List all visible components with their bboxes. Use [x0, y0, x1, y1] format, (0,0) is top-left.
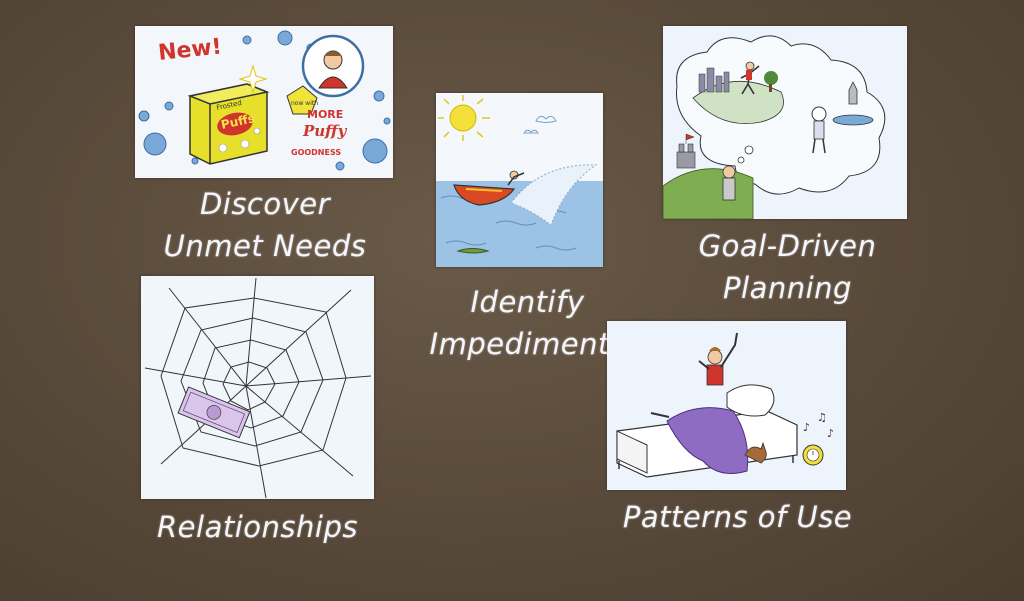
svg-text:MORE: MORE [307, 108, 343, 121]
impediments-caption: Identify Impediments [415, 281, 640, 365]
discover-caption-line-2: Unmet Needs [163, 229, 367, 263]
svg-text:GOODNESS: GOODNESS [291, 148, 341, 157]
discover-illustration: New! Puffs Frosted now with MORE Puffy G… [135, 26, 393, 178]
discover-caption: Discover Unmet Needs [130, 183, 400, 267]
svg-text:now with: now with [291, 100, 318, 107]
patterns-caption-line-1: Patterns of Use [622, 500, 853, 534]
svg-text:Puffs: Puffs [220, 111, 256, 132]
svg-text:♪: ♪ [827, 427, 834, 440]
relationships-caption: Relationships [130, 506, 385, 548]
goal-driven-caption-line-2: Planning [723, 271, 852, 305]
discover-caption-line-1: Discover [199, 187, 331, 221]
thought-bubble-image [663, 26, 907, 219]
svg-text:♫: ♫ [817, 411, 827, 424]
relationships-caption-line-1: Relationships [157, 510, 358, 544]
speedboat-image [436, 93, 603, 267]
goal-driven-caption: Goal-Driven Planning [660, 225, 915, 309]
spider-web-image [141, 276, 374, 499]
patterns-illustration: ♪♫♪ [607, 321, 846, 490]
impediments-caption-line-2: Impediments [429, 327, 626, 361]
relationships-illustration [141, 276, 374, 499]
impediments-illustration [436, 93, 603, 267]
waking-up-image: ♪♫♪ [607, 321, 846, 490]
svg-text:♪: ♪ [803, 421, 810, 434]
impediments-caption-line-1: Identify [470, 285, 585, 319]
patterns-caption: Patterns of Use [600, 496, 875, 538]
goal-driven-illustration [663, 26, 907, 219]
cereal-box-advert-image: New! Puffs Frosted now with MORE Puffy G… [135, 26, 393, 178]
svg-text:Puffy: Puffy [302, 122, 348, 140]
goal-driven-caption-line-1: Goal-Driven [698, 229, 877, 263]
